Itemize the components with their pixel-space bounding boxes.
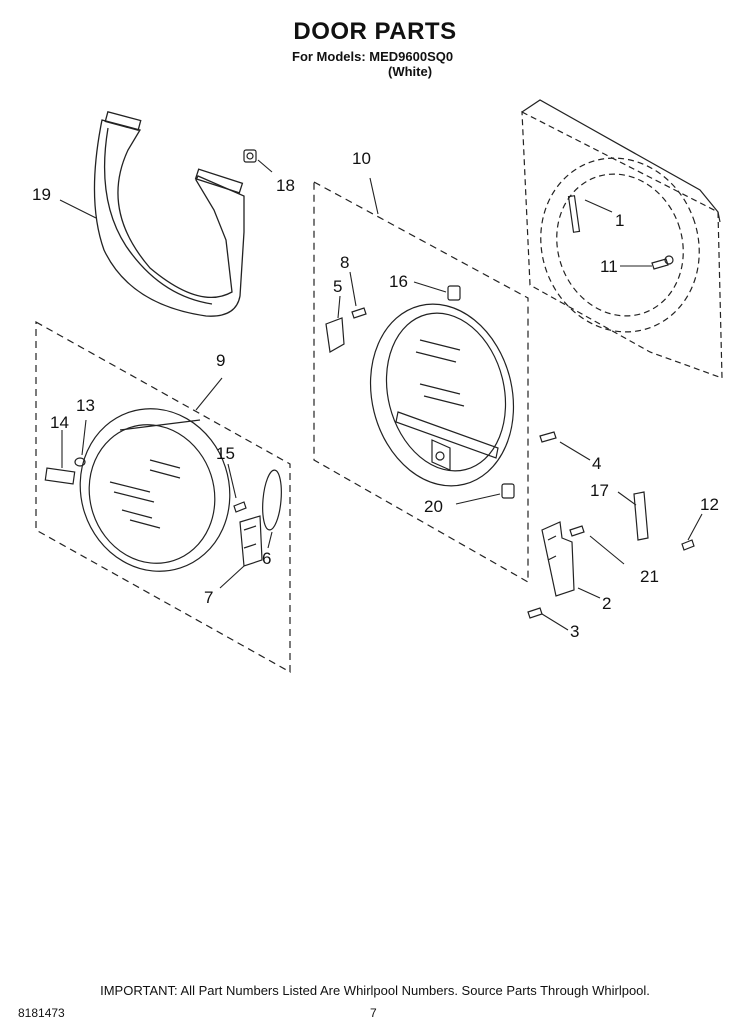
dryer-front-panel: [521, 110, 723, 379]
models-line: For Models: MED9600SQ0: [292, 49, 454, 64]
callout-12: 12: [700, 495, 719, 514]
part-17-strike-plate: [633, 491, 649, 541]
part-18-nut: [243, 149, 257, 163]
part-14-handle-insert: [44, 467, 76, 485]
panel-top-edge: [521, 99, 719, 213]
leader-lines: [59, 159, 703, 631]
callout-2: 2: [602, 594, 611, 613]
callout-21: 21: [640, 567, 659, 586]
part-5-hinge-bracket: [325, 317, 345, 353]
part-9-group-outline: [35, 320, 291, 674]
part-12-screw: [681, 539, 695, 551]
callout-18: 18: [276, 176, 295, 195]
callout-17: 17: [590, 481, 609, 500]
part-15-screw: [233, 501, 247, 513]
callout-3: 3: [570, 622, 579, 641]
part-10-group-outline: [313, 180, 529, 584]
color-line: (White): [388, 64, 433, 79]
callout-11: 11: [600, 257, 618, 276]
callout-19: 19: [32, 185, 51, 204]
part-7-hinge-cover: [239, 515, 263, 567]
part-1-strike: [567, 195, 581, 233]
part-2-hinge: [541, 521, 575, 597]
part-16-clip: [447, 285, 461, 301]
important-note: IMPORTANT: All Part Numbers Listed Are W…: [100, 983, 650, 998]
callout-4: 4: [592, 454, 601, 473]
part-4-screw: [539, 431, 557, 443]
panel-edge-line: [717, 211, 721, 223]
part-10-inner-door: [369, 303, 515, 487]
part-13-bumper: [74, 457, 86, 467]
document-number: 8181473: [18, 1006, 65, 1020]
page-number: 7: [370, 1006, 377, 1020]
callout-7: 7: [204, 588, 213, 607]
page-title: DOOR PARTS: [293, 18, 457, 45]
callout-10: 10: [352, 149, 371, 168]
callout-14: 14: [50, 413, 69, 432]
callout-9: 9: [216, 351, 225, 370]
callout-16: 16: [389, 272, 408, 291]
callout-6: 6: [262, 549, 271, 568]
part-9-outer-door: [79, 408, 231, 572]
part-3-screw: [527, 607, 543, 619]
callout-1: 1: [615, 211, 624, 230]
part-20-clip: [501, 483, 515, 499]
part-21-screw: [569, 525, 585, 537]
part-8-screw: [351, 307, 367, 319]
callout-8: 8: [340, 253, 349, 272]
callout-20: 20: [424, 497, 443, 516]
callout-5: 5: [333, 277, 342, 296]
callout-15: 15: [216, 444, 235, 463]
callout-labels: 1 2 3 4 5 6 7 8 9 10 11 12 13 14 15 16 1…: [32, 149, 719, 641]
part-6-cover: [262, 469, 282, 531]
part-11-screw: [651, 255, 674, 270]
part-19-outer-trim: [93, 110, 245, 317]
callout-13: 13: [76, 396, 95, 415]
